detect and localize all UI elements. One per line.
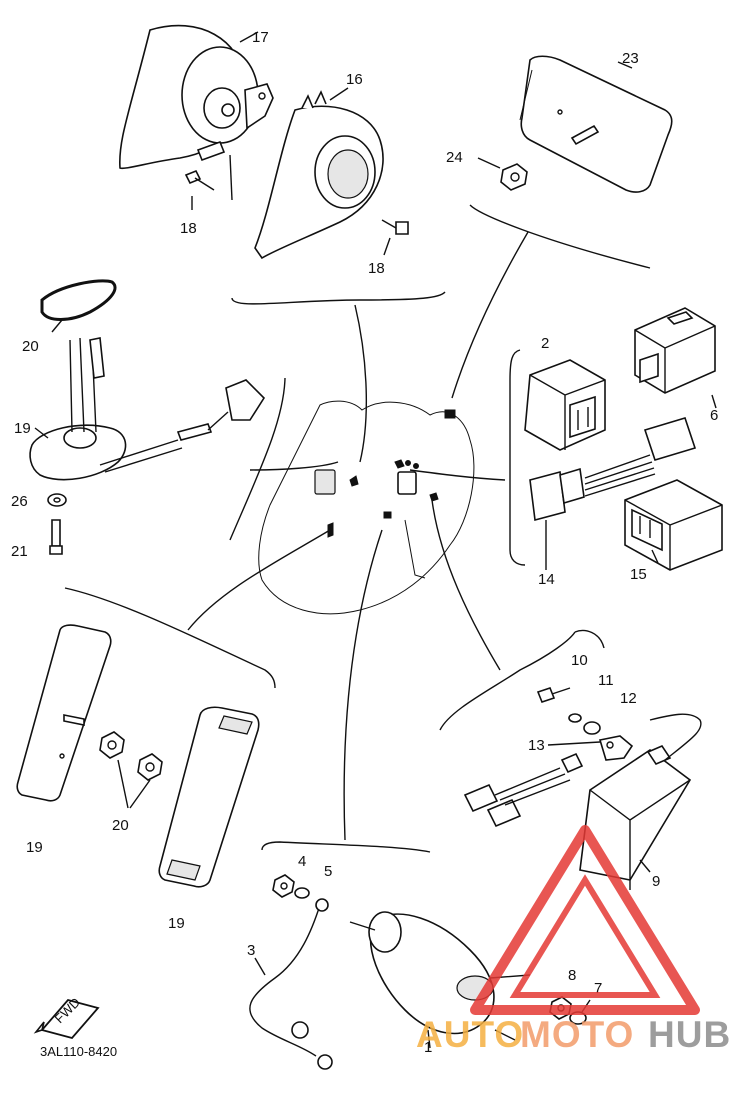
nut-4 bbox=[272, 874, 295, 898]
bolt-18a bbox=[184, 169, 215, 210]
callout-19b: 19 bbox=[168, 915, 185, 932]
callout-16: 16 bbox=[346, 71, 363, 88]
callout-19a: 19 bbox=[26, 839, 43, 856]
callout-18a: 18 bbox=[180, 220, 197, 237]
watermark-brand-moto: MOTO bbox=[520, 1014, 634, 1055]
callout-2: 2 bbox=[541, 335, 549, 352]
callout-25: 23 bbox=[622, 50, 639, 67]
callout-8: 8 bbox=[568, 967, 576, 984]
diagram-code: 3AL110-8420 bbox=[40, 1044, 117, 1059]
callout-13: 13 bbox=[528, 737, 545, 754]
callout-12: 12 bbox=[620, 690, 637, 707]
reflector-19b bbox=[158, 706, 260, 888]
connector-harness bbox=[463, 752, 584, 828]
leader-lines bbox=[64, 204, 651, 853]
unit-6 bbox=[634, 307, 717, 409]
frame-outline bbox=[258, 400, 475, 615]
washer-5 bbox=[294, 887, 310, 899]
callout-20: 20 bbox=[112, 817, 129, 834]
callout-22: 20 bbox=[22, 338, 39, 355]
rectifier-9 bbox=[579, 713, 702, 890]
horn-17 bbox=[118, 24, 274, 201]
washer-12 bbox=[583, 721, 601, 735]
watermark-brand-hub: HUB bbox=[648, 1014, 731, 1055]
gasket-22 bbox=[40, 279, 117, 333]
sender-unit-21 bbox=[29, 337, 266, 481]
unit-15 bbox=[624, 479, 723, 571]
callout-14: 14 bbox=[538, 571, 555, 588]
callout-17: 17 bbox=[252, 29, 269, 46]
nut-20 bbox=[99, 731, 163, 809]
horn-16 bbox=[254, 87, 384, 260]
part-callouts: 17 16 18 18 23 24 20 19 26 21 2 6 14 15 … bbox=[11, 29, 718, 1056]
callout-21: 19 bbox=[14, 420, 31, 437]
nut-26 bbox=[477, 157, 528, 191]
callout-18b: 18 bbox=[368, 260, 385, 277]
watermark-brand-auto: AUTO bbox=[416, 1014, 524, 1055]
watermark-logo: AUTO MOTO HUB bbox=[416, 825, 731, 1055]
callout-5: 5 bbox=[324, 863, 332, 880]
washer-11 bbox=[568, 713, 582, 723]
callout-11: 11 bbox=[598, 672, 614, 689]
lead-wire-3 bbox=[249, 898, 333, 1070]
callout-1: 1 bbox=[424, 1039, 432, 1056]
callout-23: 21 bbox=[11, 543, 28, 560]
watermark-triangle-icon bbox=[470, 825, 700, 1015]
callout-24: 26 bbox=[11, 493, 28, 510]
reflector-25 bbox=[519, 55, 673, 193]
washer-24 bbox=[47, 493, 67, 507]
harness-14 bbox=[529, 417, 697, 570]
reflector-19a bbox=[16, 624, 112, 802]
callout-6: 6 bbox=[710, 407, 718, 424]
screw-10 bbox=[536, 687, 571, 703]
relay-2 bbox=[524, 359, 606, 451]
bolt-23 bbox=[49, 519, 63, 555]
callout-9: 9 bbox=[652, 873, 660, 890]
fwd-arrow-icon: FWD bbox=[33, 995, 100, 1040]
callout-26: 24 bbox=[446, 149, 463, 166]
bolt-18b bbox=[381, 219, 409, 256]
callout-3: 3 bbox=[247, 942, 255, 959]
callout-7: 7 bbox=[594, 980, 602, 997]
callout-15: 15 bbox=[630, 566, 647, 583]
bracket-13 bbox=[547, 735, 634, 761]
callout-4: 4 bbox=[298, 853, 306, 870]
callout-10: 10 bbox=[571, 652, 588, 669]
